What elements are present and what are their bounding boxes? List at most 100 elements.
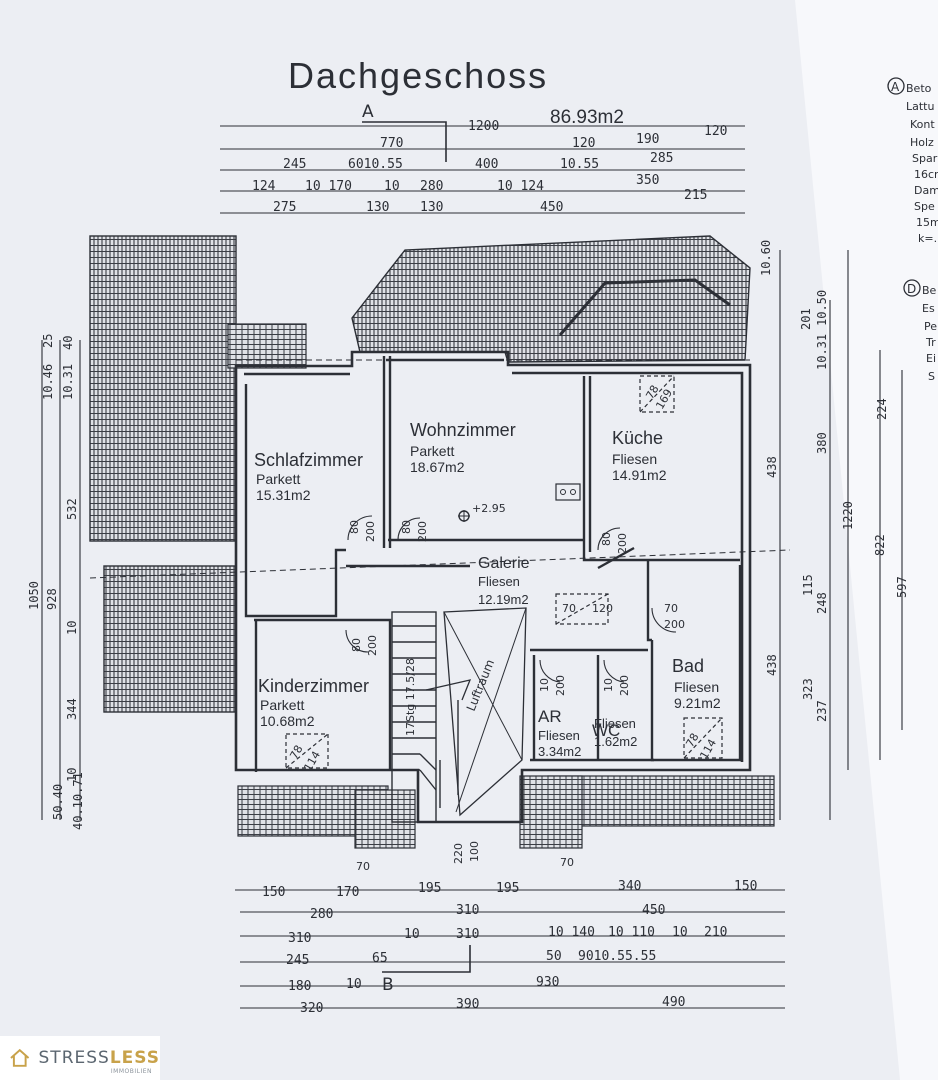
dimension-label: 150: [262, 885, 285, 900]
dimension-label: 310: [456, 903, 479, 918]
dim-right-822: 822: [873, 534, 887, 556]
dimension-label: 200: [416, 521, 429, 542]
room-floor-wc: Fliesen: [594, 716, 636, 731]
room-name-bad: Bad: [672, 656, 704, 676]
dimension-label: 78: [643, 383, 661, 402]
dimension-label: 210: [704, 925, 727, 940]
dimension-label: Holz: [910, 136, 934, 149]
dimension-label: 450: [642, 903, 665, 918]
dimension-label: 310: [456, 927, 479, 942]
dim-top-770: 770: [380, 136, 403, 151]
dimension-label: 50: [546, 949, 562, 964]
dimension-label: Beto: [906, 82, 932, 95]
dim-top-6010: 6010.55: [348, 157, 403, 172]
dimension-label: 15m: [916, 216, 938, 229]
dimension-label: 200: [366, 635, 379, 656]
brand-subtitle: IMMOBILIEN: [110, 1068, 152, 1075]
dimension-label: 200: [618, 675, 631, 696]
dim-top-190: 190: [636, 132, 659, 147]
dim-right-1220: 1220: [841, 501, 855, 530]
room-name-galerie: Galerie: [478, 555, 530, 572]
room-floor-galerie: Fliesen: [478, 574, 520, 589]
dimension-label: 201: [799, 308, 813, 330]
dim-top-245: 245: [283, 157, 306, 172]
section-marker-a: A: [362, 102, 374, 122]
dim-left-344: 344: [65, 698, 79, 720]
roof-tiles-left-lower: [103, 565, 237, 713]
room-name-kinderzimmer: Kinderzimmer: [258, 676, 369, 696]
dim-right-597: 597: [895, 576, 909, 598]
dimension-label: D: [907, 282, 916, 296]
room-area-ar: 3.34m2: [538, 744, 581, 759]
dim-top-120b: 120: [704, 124, 727, 139]
room-name-wohnzimmer: Wohnzimmer: [410, 420, 516, 440]
dim-top-350: 350: [636, 173, 659, 188]
dim-top-120a: 120: [572, 136, 595, 151]
skylight-galerie: [555, 593, 609, 625]
room-area-kinderzimmer: 10.68m2: [260, 713, 315, 729]
dim-right-438b: 438: [765, 654, 779, 676]
dim-top-280: 280: [420, 179, 443, 194]
room-area-schlafzimmer: 15.31m2: [256, 487, 311, 503]
dimension-label: 40: [61, 336, 75, 350]
dimension-label: 10: [602, 678, 615, 692]
dimension-label: 220: [452, 843, 465, 864]
dim-right-115: 115: [801, 574, 815, 596]
dim-left-532: 532: [65, 498, 79, 520]
room-floor-kuche: Fliesen: [612, 451, 657, 467]
dimension-label: 80: [400, 520, 413, 534]
room-name-kuche: Küche: [612, 428, 663, 448]
dimension-label: 10.50: [815, 290, 829, 326]
room-area-kuche: 14.91m2: [612, 467, 667, 483]
dimension-label: 200: [616, 533, 629, 554]
dimension-label: 340: [618, 879, 641, 894]
dimension-label: Tr: [925, 336, 936, 349]
dimension-label: 10: [672, 925, 688, 940]
dim-right-237: 237: [815, 700, 829, 722]
dimension-label: 10: [346, 977, 362, 992]
dimension-label: Pe: [924, 320, 937, 333]
dim-left-1050: 1050: [27, 581, 41, 610]
total-area: 86.93m2: [550, 107, 624, 128]
dimension-label: 100: [468, 841, 481, 862]
dimension-label: 70: [562, 602, 576, 615]
dim-right-380: 380: [815, 432, 829, 454]
dimension-label: 120: [592, 602, 613, 615]
dimension-label: 80: [600, 532, 613, 546]
dimension-label: 10: [65, 768, 79, 782]
dimension-label: 490: [662, 995, 685, 1010]
dim-top-450: 450: [540, 200, 563, 215]
dimension-label: 50.40: [51, 784, 65, 820]
roof-tiles-bottom-right: [547, 775, 775, 827]
dimension-label: 150: [734, 879, 757, 894]
skylight-kinderzimmer: [285, 733, 329, 769]
dim-right-438a: 438: [765, 456, 779, 478]
dimension-label: 25: [41, 334, 55, 348]
dimension-label: 180: [288, 979, 311, 994]
dimension-label: 930: [536, 975, 559, 990]
room-floor-bad: Fliesen: [674, 679, 719, 695]
dimension-label: 40.10.71: [71, 772, 85, 830]
dimension-label: 70: [664, 602, 678, 615]
room-name-wc: WC: [592, 721, 620, 740]
dimension-label: 80: [348, 520, 361, 534]
dim-right-248: 248: [815, 592, 829, 614]
dimension-label: 80: [350, 638, 363, 652]
dimension-label: 78: [683, 731, 701, 750]
dimension-label: 10.31: [61, 364, 75, 400]
dimension-label: 200: [554, 675, 567, 696]
room-name-ar: AR: [538, 707, 562, 726]
room-floor-wohnzimmer: Parkett: [410, 443, 454, 459]
dimension-label: 70: [356, 860, 370, 873]
dimension-label: Kont: [910, 118, 935, 131]
dim-right-323: 323: [801, 678, 815, 700]
room-floor-schlafzimmer: Parkett: [256, 471, 300, 487]
room-area-wohnzimmer: 18.67m2: [410, 459, 465, 475]
brand-name: STRESSLESS: [38, 1048, 160, 1068]
dimension-label: 10.46: [41, 364, 55, 400]
dimension-label: S: [928, 370, 935, 383]
dimension-label: Be: [922, 284, 937, 297]
roof-tiles-top: [351, 235, 751, 363]
dim-top-285: 285: [650, 151, 673, 166]
